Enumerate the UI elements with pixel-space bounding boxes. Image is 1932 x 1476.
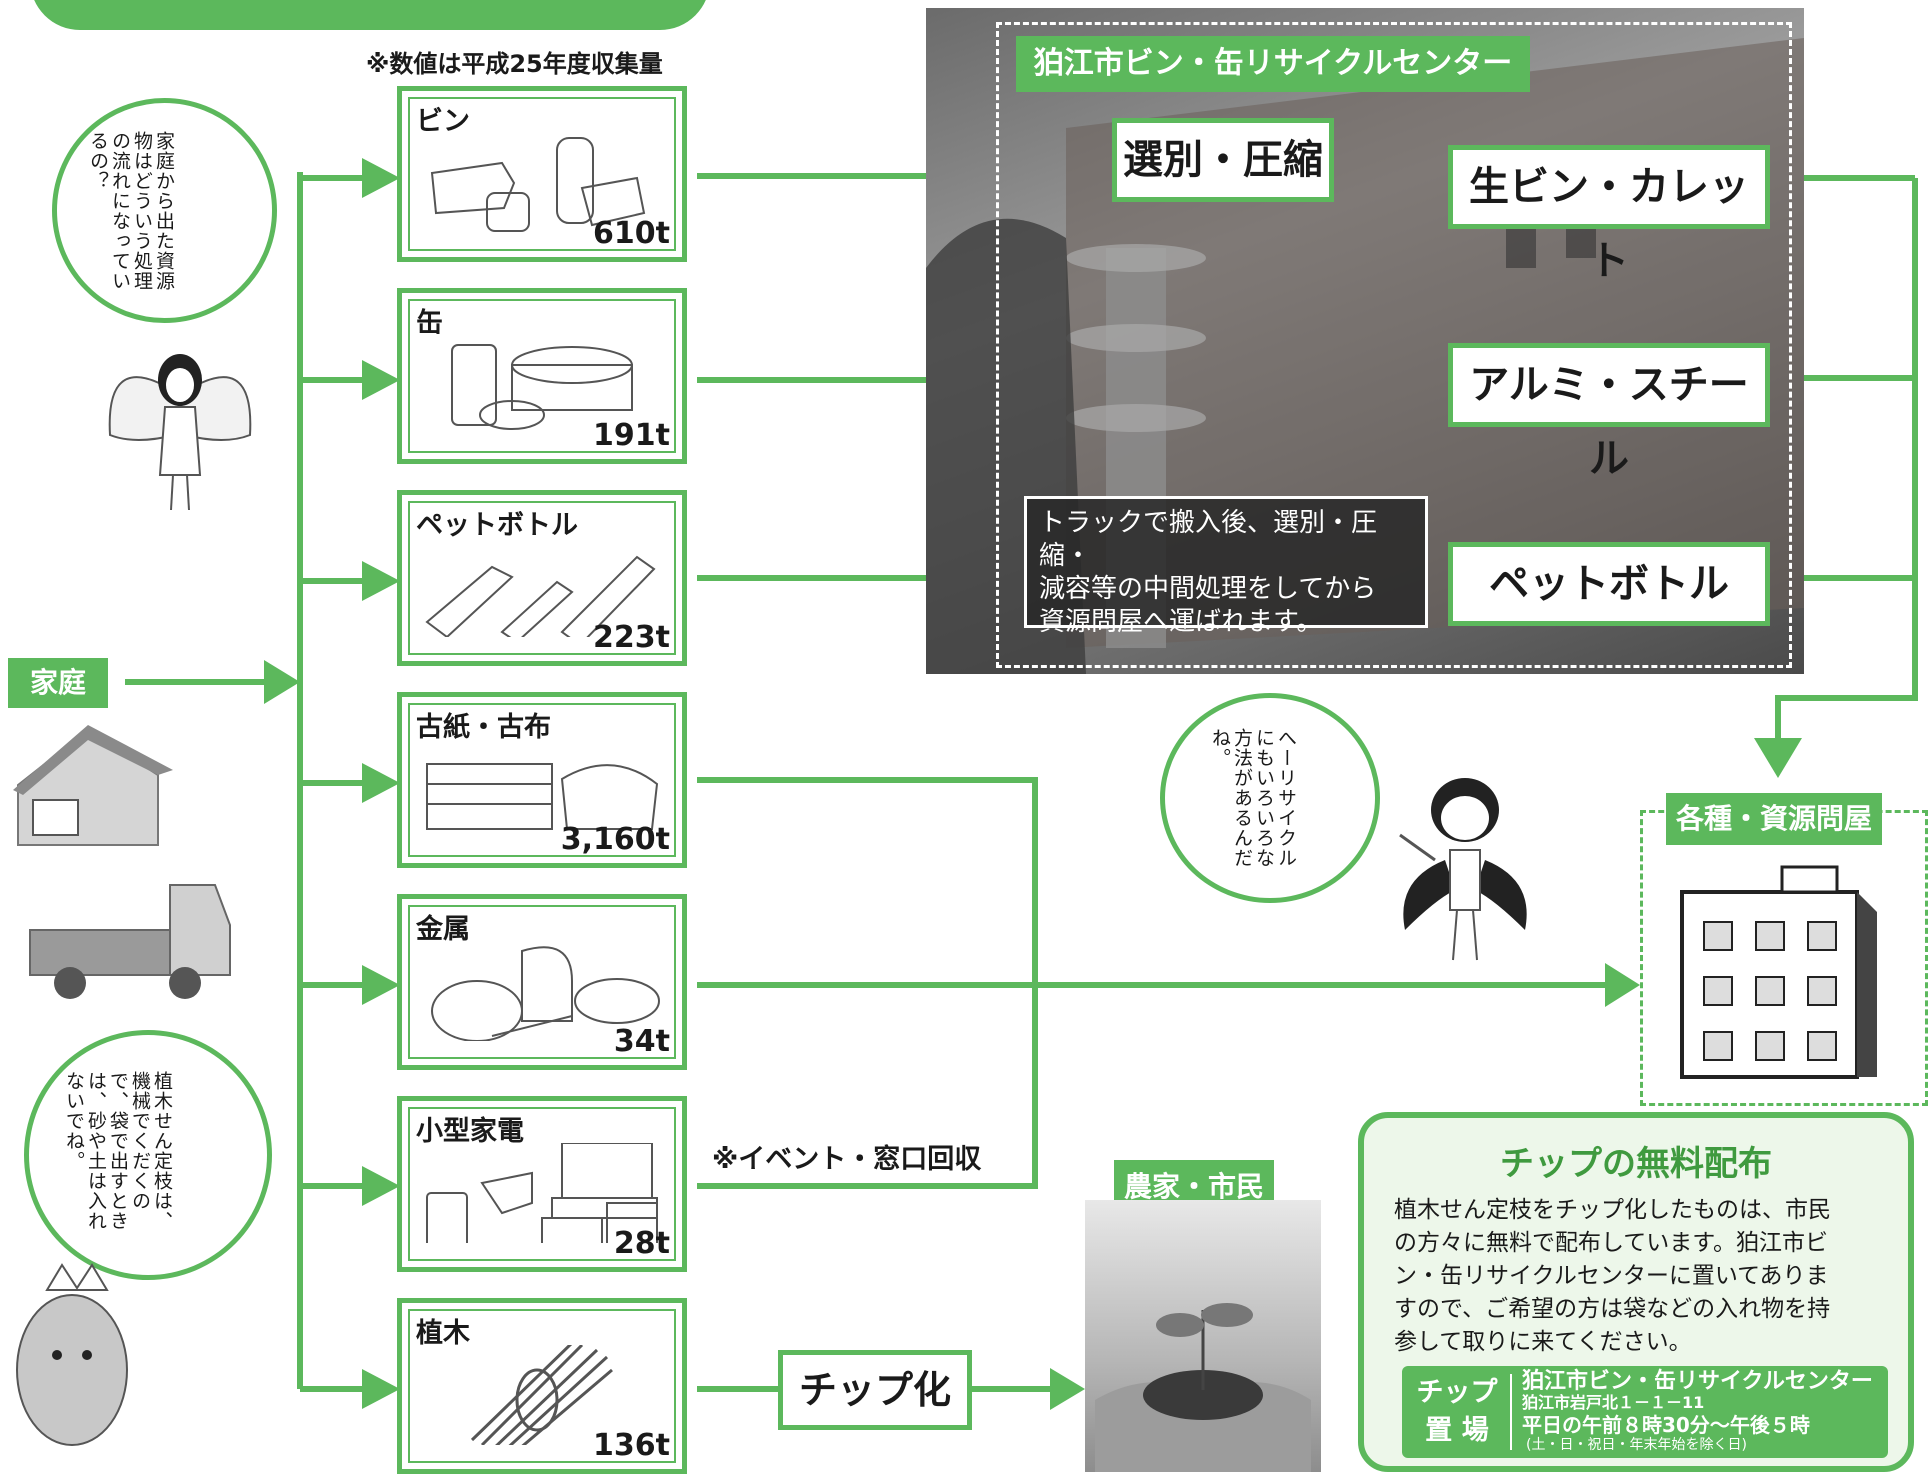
- desc-line: 減容等の中間処理をしてから: [1039, 574, 1377, 604]
- info-title: チップの無料配布: [1500, 1144, 1772, 1184]
- title-banner: [30, 0, 710, 30]
- item-amount: 136t: [593, 1428, 670, 1463]
- speech-bubble-bug: へーリサイクルにもいろいろな方法があるんだね。: [1160, 693, 1380, 903]
- building-icon: [1680, 865, 1877, 1079]
- speech-text: 植木せん定枝は、機械でくだくので、袋で出すときは、砂や土は入れないでね。: [63, 1071, 173, 1231]
- item-label: 金属: [416, 914, 470, 945]
- item-label: 缶: [416, 308, 443, 339]
- data-note: ※数値は平成25年度収集量: [366, 50, 663, 78]
- info-line: すので、ご希望の方は袋などの入れ物を持: [1394, 1296, 1831, 1322]
- item-metal: 金属 34t: [397, 894, 687, 1070]
- item-paper-cloth: 古紙・古布 3,160t: [397, 692, 687, 868]
- output-pet-bottles: ペットボトル: [1448, 542, 1770, 626]
- place-label-1: チップ: [1416, 1377, 1498, 1408]
- item-label: 小型家電: [416, 1116, 524, 1147]
- info-line: 参して取りに来てください。: [1394, 1329, 1692, 1355]
- chip-distribution-info: チップの無料配布 植木せん定枝をチップ化したものは、市民 の方々に無料で配布して…: [1358, 1112, 1914, 1472]
- process-sort-compress: 選別・圧縮: [1112, 118, 1334, 202]
- metal-illustration: [431, 946, 660, 1041]
- place-label: チップ 置 場: [1414, 1374, 1500, 1450]
- item-amount: 3,160t: [560, 822, 670, 857]
- event-note: ※イベント・窓口回収: [712, 1144, 982, 1175]
- item-amount: 610t: [593, 216, 670, 251]
- divider: [1510, 1374, 1512, 1450]
- house-icon: [13, 725, 173, 846]
- speech-bubble-branch: 植木せん定枝は、機械でくだくので、袋で出すときは、砂や土は入れないでね。: [24, 1030, 272, 1280]
- item-amount: 223t: [593, 620, 670, 655]
- paper-cloth-illustration: [426, 763, 659, 830]
- center-name: 狛江市ビン・缶リサイクルセンター: [1016, 36, 1530, 92]
- item-amount: 34t: [613, 1024, 670, 1059]
- item-bottles: ビン 610t: [397, 86, 687, 262]
- branches-illustration: [470, 1345, 613, 1445]
- cans-illustration: [451, 344, 633, 430]
- item-amount: 28t: [613, 1226, 670, 1261]
- place-hours: 平日の午前８時30分〜午後５時: [1522, 1413, 1810, 1437]
- pet-bottles-illustration: [425, 555, 656, 637]
- item-small-appliances: 小型家電 28t: [397, 1096, 687, 1272]
- output-glass-cullet: 生ビン・カレット: [1448, 145, 1770, 284]
- item-tree-branches: 植木 136t: [397, 1298, 687, 1474]
- center-description: トラックで搬入後、選別・圧縮・ 減容等の中間処理をしてから 資源問屋へ運ばれます…: [1024, 496, 1428, 637]
- item-label: ビン: [416, 106, 470, 137]
- recycle-center-photo: 狛江市ビン・缶リサイクルセンター 選別・圧縮 生ビン・カレット アルミ・スチール…: [926, 8, 1804, 674]
- bottles-illustration: [430, 137, 646, 232]
- place-address: 狛江市岩戸北１－１－11: [1522, 1393, 1705, 1412]
- info-line: ン・缶リサイクルセンターに置いてありま: [1394, 1263, 1829, 1289]
- truck-icon: [29, 884, 231, 999]
- item-cans: 缶 191t: [397, 288, 687, 464]
- home-label: 家庭: [8, 658, 108, 708]
- appliances-illustration: [426, 1143, 658, 1243]
- item-pet-bottles: ペットボトル 223t: [397, 490, 687, 666]
- info-line: 植木せん定枝をチップ化したものは、市民: [1394, 1197, 1831, 1223]
- info-line: の方々に無料で配布しています。狛江市ビ: [1394, 1230, 1829, 1256]
- chip-step: チップ化: [778, 1350, 972, 1430]
- item-label: 古紙・古布: [416, 712, 551, 743]
- wholesaler-label: 各種・資源問屋: [1666, 793, 1882, 845]
- speech-text: 家庭から出た資源物はどういう処理の流れになっているの？: [87, 131, 175, 291]
- place-name: 狛江市ビン・缶リサイクルセンター: [1522, 1369, 1873, 1394]
- center-frame: [996, 22, 1792, 668]
- item-label: 植木: [416, 1318, 470, 1349]
- item-label: ペットボトル: [416, 510, 578, 541]
- desc-line: 資源問屋へ運ばれます。: [1039, 607, 1323, 637]
- butterfly-fairy-icon: [108, 354, 252, 511]
- desc-line: トラックで搬入後、選別・圧縮・: [1039, 508, 1378, 571]
- bug-character-icon: [1399, 778, 1527, 961]
- place-label-2: 置 場: [1425, 1415, 1489, 1446]
- branch-character-icon: [16, 1263, 128, 1446]
- seedling-illustration: [1095, 1303, 1311, 1472]
- output-aluminum-steel: アルミ・スチール: [1448, 343, 1770, 482]
- place-hours-note: (土・日・祝日・年末年始を除く日): [1526, 1437, 1747, 1453]
- speech-bubble-butterfly: 家庭から出た資源物はどういう処理の流れになっているの？: [52, 98, 277, 323]
- info-body: 植木せん定枝をチップ化したものは、市民 の方々に無料で配布しています。狛江市ビ …: [1394, 1194, 1831, 1359]
- chip-place-box: チップ 置 場 狛江市ビン・缶リサイクルセンター 狛江市岩戸北１－１－11 平日…: [1402, 1366, 1888, 1458]
- item-amount: 191t: [593, 418, 670, 453]
- speech-text: へーリサイクルにもいろいろな方法があるんだね。: [1209, 728, 1297, 868]
- hands-photo: [1085, 1200, 1321, 1472]
